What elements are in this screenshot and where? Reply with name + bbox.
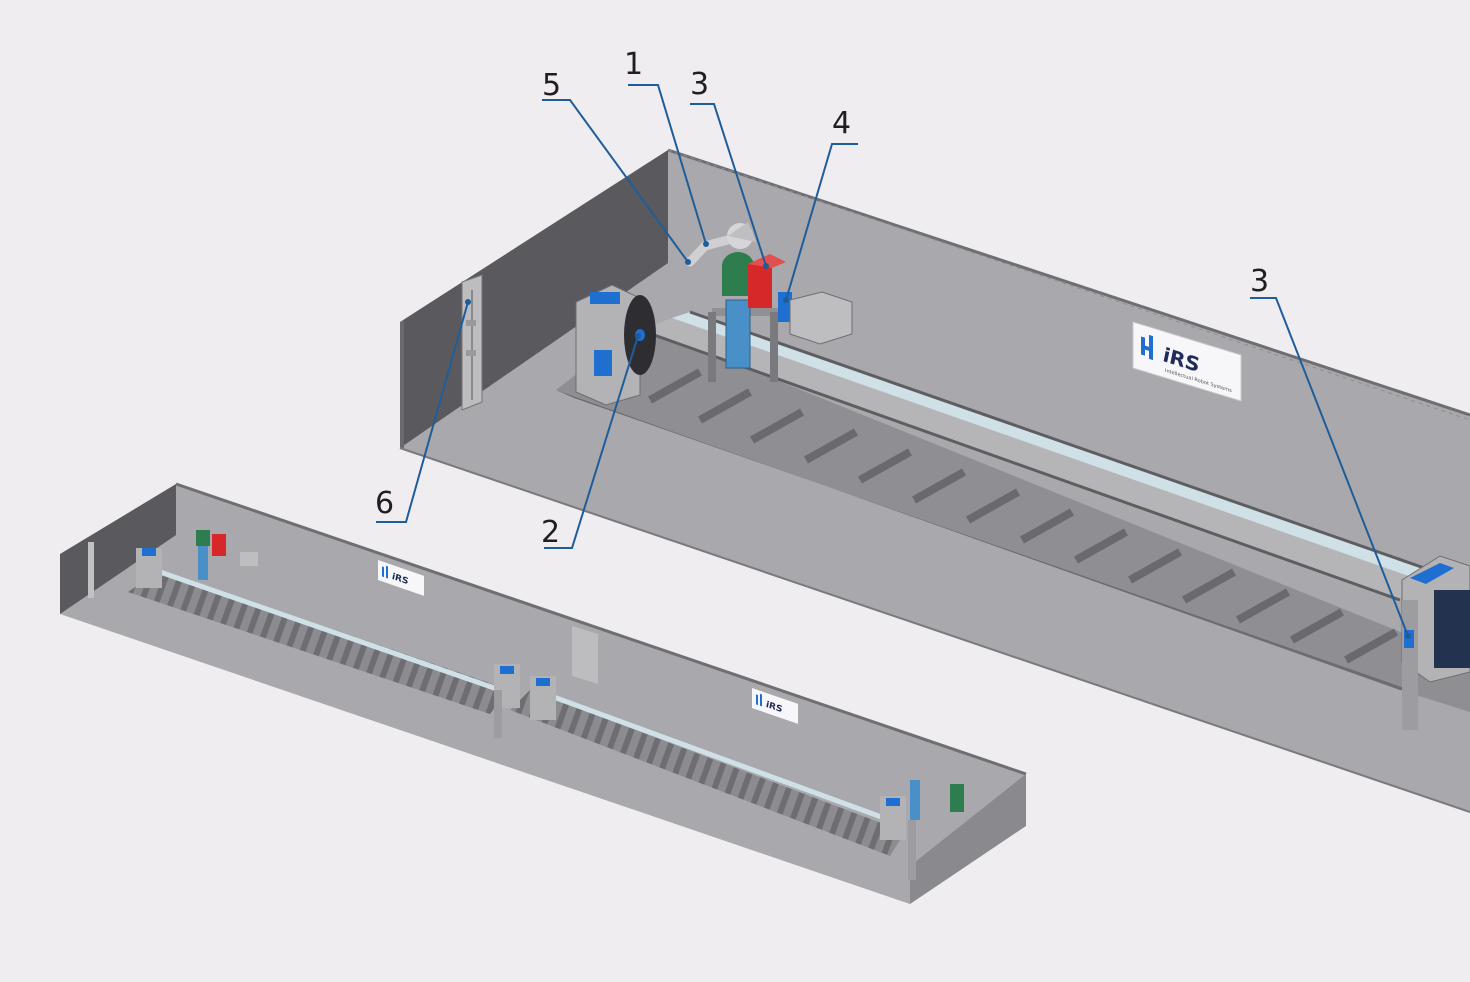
small-cell: iRS iRS — [60, 482, 1027, 904]
callout-5: 5 — [542, 68, 561, 103]
tailstock-positioner — [1401, 555, 1470, 730]
callout-labels: 1 2 3 3 4 5 6 — [375, 47, 1269, 550]
leader-5 — [542, 99, 689, 263]
leader-4 — [785, 143, 858, 301]
callout-6: 6 — [375, 486, 394, 521]
callout-3-tailstock: 3 — [1250, 264, 1269, 299]
rail-track — [556, 310, 1470, 712]
callout-4: 4 — [832, 106, 851, 141]
leader-3a — [690, 103, 767, 267]
side-panel — [461, 274, 483, 411]
large-cell: iRS Intellectual Robot Systems — [399, 148, 1470, 813]
callout-2: 2 — [541, 515, 560, 550]
callout-3-robot: 3 — [690, 67, 709, 102]
callout-leaders — [376, 84, 1411, 639]
robot-column — [685, 222, 853, 382]
leader-2 — [544, 335, 639, 549]
callout-1: 1 — [624, 47, 643, 82]
leader-3b — [1250, 297, 1409, 637]
leader-1 — [628, 84, 707, 245]
irs-logo-sign: iRS Intellectual Robot Systems — [1132, 321, 1242, 402]
leader-6 — [376, 301, 469, 523]
